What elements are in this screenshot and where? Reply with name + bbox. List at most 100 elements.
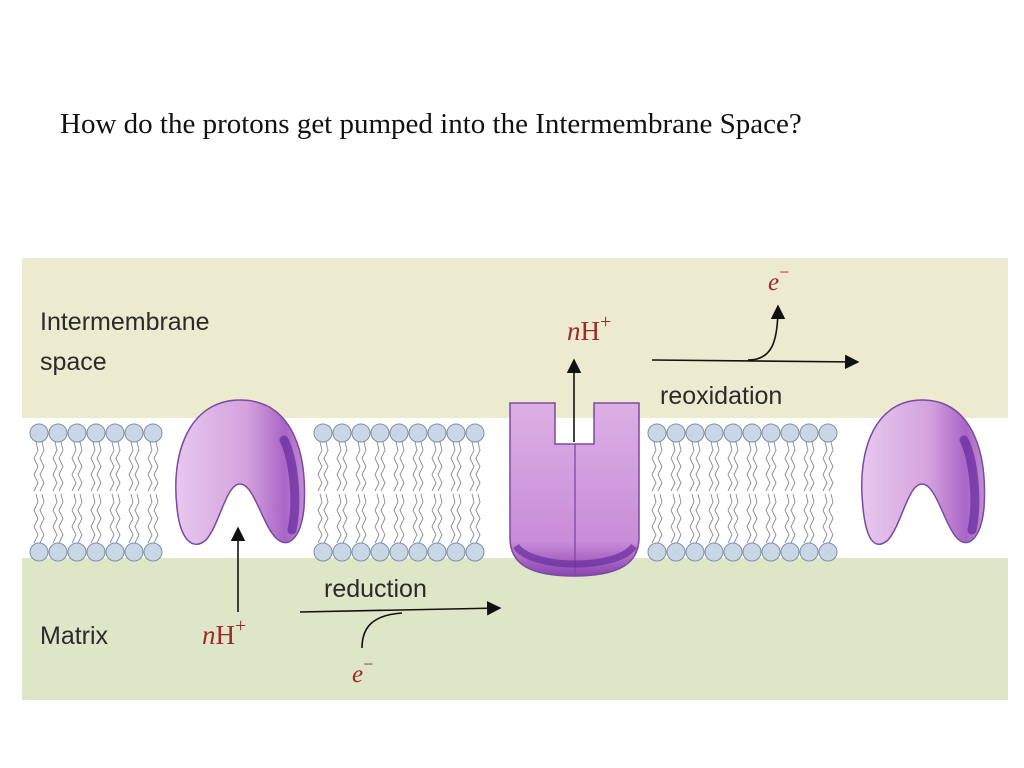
lipid-tail: [33, 493, 39, 544]
lipid-head: [685, 423, 705, 443]
lipid-head: [818, 423, 838, 443]
lipid-head: [742, 542, 762, 562]
lipid-tail: [153, 441, 159, 492]
lipid-head: [313, 423, 333, 443]
proton-label-intermembrane: nH+: [567, 311, 611, 346]
electron-label-intermembrane: e−: [768, 262, 789, 296]
membrane-protein-right: [861, 399, 986, 545]
electron-charge: −: [779, 262, 789, 282]
lipid-tail: [153, 493, 159, 544]
lipid-tail: [475, 493, 481, 544]
electron-symbol: e: [352, 661, 363, 688]
lipid-head: [408, 542, 428, 562]
lipid-tail: [115, 441, 121, 492]
lipid-tail: [456, 493, 462, 544]
lipid-tail: [336, 493, 342, 544]
label-intermembrane-line2: space: [40, 348, 107, 376]
lipid-tail: [323, 441, 329, 492]
lipid-tail: [77, 493, 83, 544]
lipid-tail: [90, 493, 96, 544]
lipid-head: [370, 423, 390, 443]
membrane-protein-pump: [509, 402, 640, 577]
lipid-tail: [651, 441, 657, 492]
lipid-tail: [361, 493, 367, 544]
lipid-bilayer: [29, 423, 838, 562]
lipid-head: [647, 542, 667, 562]
matrix-region: [22, 558, 1008, 700]
lipid-head: [332, 542, 352, 562]
electron-label-matrix: e−: [352, 654, 373, 688]
lipid-tail: [828, 493, 834, 544]
lipid-tail: [128, 493, 134, 544]
lipid-tail: [803, 441, 809, 492]
lipid-tail: [380, 493, 386, 544]
lipid-tail: [77, 441, 83, 492]
lipid-tail: [670, 493, 676, 544]
lipid-tail: [355, 441, 361, 492]
lipid-tail: [361, 441, 367, 492]
lipid-tail: [323, 493, 329, 544]
lipid-tail: [33, 441, 39, 492]
lipid-tail: [355, 493, 361, 544]
lipid-tail: [790, 493, 796, 544]
lipid-tail: [651, 493, 657, 544]
lipid-head: [67, 423, 87, 443]
lipid-tail: [418, 493, 424, 544]
lipid-tail: [380, 441, 386, 492]
lipid-head: [67, 542, 87, 562]
lipid-head: [427, 542, 447, 562]
lipid-head: [48, 542, 68, 562]
proton-coefficient: n: [202, 620, 216, 650]
lipid-tail: [109, 441, 115, 492]
lipid-tail: [374, 441, 380, 492]
lipid-tail: [475, 441, 481, 492]
lipid-head: [799, 423, 819, 443]
lipid-tail: [714, 441, 720, 492]
lipid-tail: [450, 441, 456, 492]
lipid-tail: [676, 441, 682, 492]
lipid-head: [685, 542, 705, 562]
lipid-head: [465, 423, 485, 443]
lipid-tail: [708, 441, 714, 492]
lipid-tail: [399, 441, 405, 492]
membrane-protein-left: [175, 399, 306, 546]
lipid-tail: [342, 441, 348, 492]
lipid-tail: [752, 493, 758, 544]
lipid-tail: [765, 493, 771, 544]
lipid-tail: [450, 493, 456, 544]
lipid-tail: [670, 441, 676, 492]
lipid-tail: [714, 493, 720, 544]
lipid-tail: [809, 493, 815, 544]
lipid-head: [313, 542, 333, 562]
label-intermembrane-line1: Intermembrane: [40, 308, 210, 336]
lipid-tail: [689, 441, 695, 492]
lipid-tail: [771, 493, 777, 544]
process-reoxidation-label: reoxidation: [660, 382, 782, 410]
lipid-head: [105, 423, 125, 443]
lipid-tail: [676, 493, 682, 544]
lipid-head: [742, 423, 762, 443]
electron-symbol: e: [768, 269, 779, 296]
lipid-head: [29, 542, 49, 562]
lipid-head: [370, 542, 390, 562]
lipid-tail: [695, 441, 701, 492]
lipid-head: [666, 542, 686, 562]
lipid-tail: [96, 441, 102, 492]
lipid-tail: [784, 493, 790, 544]
lipid-head: [799, 542, 819, 562]
lipid-tail: [437, 493, 443, 544]
lipid-tail: [115, 493, 121, 544]
reduction-arrow: [299, 601, 502, 616]
lipid-tail: [418, 441, 424, 492]
lipid-tail: [393, 441, 399, 492]
lipid-tail: [746, 441, 752, 492]
lipid-head: [666, 423, 686, 443]
lipid-tail: [771, 441, 777, 492]
lipid-tail: [431, 441, 437, 492]
lipid-tail: [412, 493, 418, 544]
lipid-head: [446, 542, 466, 562]
lipid-tail: [790, 441, 796, 492]
lipid-head: [389, 542, 409, 562]
lipid-tail: [657, 441, 663, 492]
lipid-tail: [39, 493, 45, 544]
